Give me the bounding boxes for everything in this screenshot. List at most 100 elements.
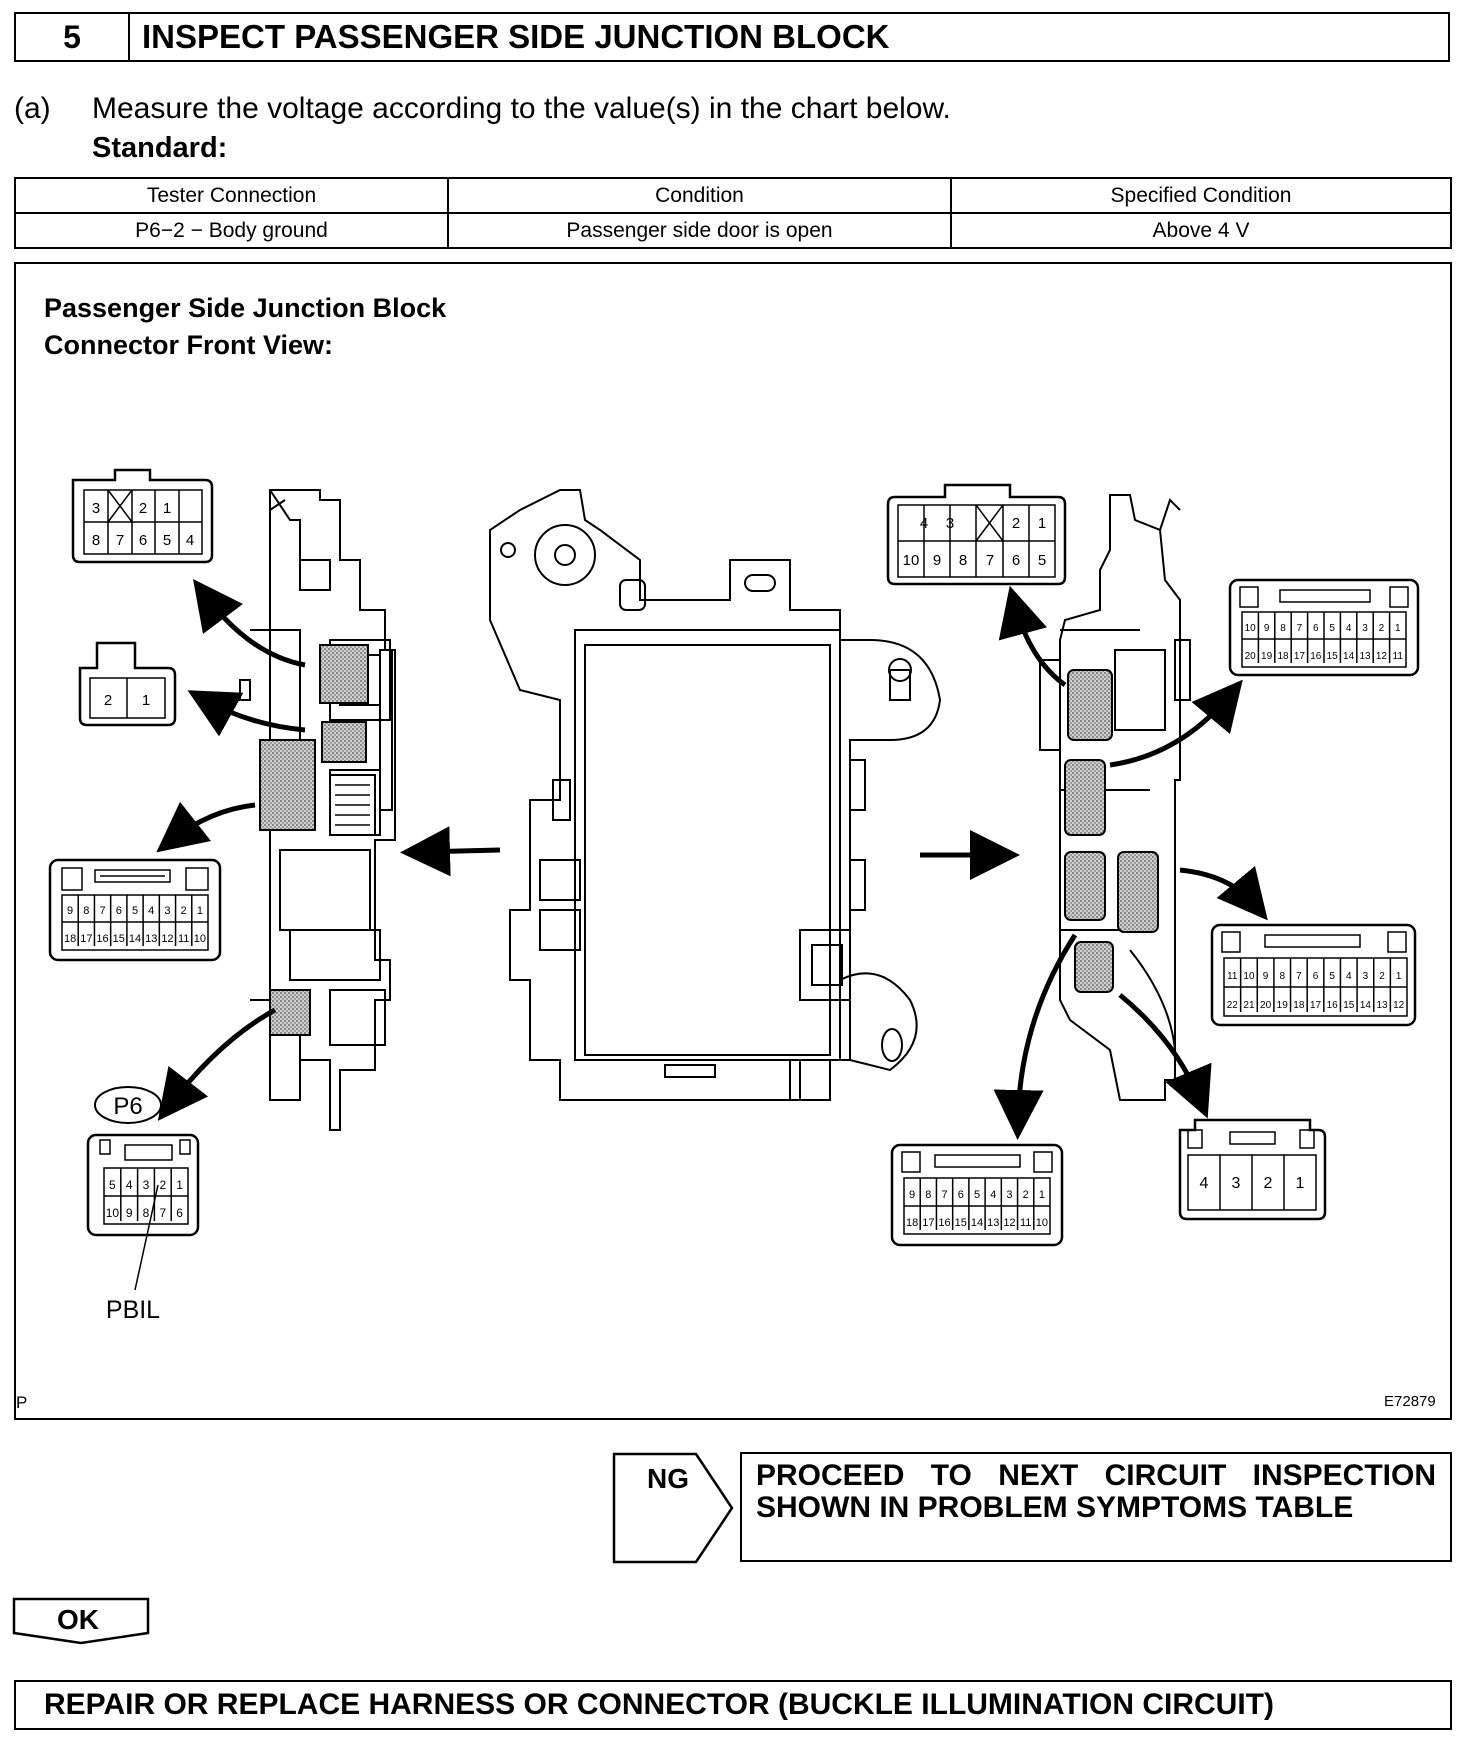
- pin-label: 4: [920, 515, 928, 532]
- left-cavity-1: [319, 644, 369, 704]
- pin-label: 2: [1379, 623, 1385, 634]
- pin-label: 8: [959, 552, 967, 569]
- pin-label: 8: [83, 905, 89, 917]
- pin-label: 7: [159, 1206, 166, 1220]
- pin-label: 7: [1297, 623, 1303, 634]
- pin-label: 6: [116, 905, 122, 917]
- left-cavity-4: [269, 989, 311, 1036]
- pin-label: 2: [1023, 1189, 1029, 1201]
- spec-table: Tester Connection Condition Specified Co…: [14, 177, 1452, 249]
- pin-label: 9: [1264, 623, 1270, 634]
- pin-label: 8: [925, 1189, 931, 1201]
- pin-label: 15: [1327, 651, 1339, 662]
- pin-label: 20: [1245, 651, 1257, 662]
- arrow-right-top-connector: [998, 585, 1067, 688]
- pin-label: 11: [178, 933, 189, 945]
- pin-label: 8: [1279, 971, 1285, 982]
- step-title: INSPECT PASSENGER SIDE JUNCTION BLOCK: [142, 18, 890, 55]
- pin-label: 8: [1280, 623, 1286, 634]
- arrow-left-top-connector: [192, 579, 306, 668]
- pin-label: 5: [1329, 971, 1335, 982]
- pin-label: 3: [92, 500, 100, 517]
- pin-label: 4: [990, 1189, 996, 1201]
- connector-right-small: 4 3 2 1: [1178, 1118, 1327, 1221]
- ok-indicator: OK: [12, 1597, 150, 1645]
- arrow-p6-connector: [157, 1007, 277, 1121]
- pin-label: 12: [1376, 651, 1388, 662]
- figure-title: Passenger Side Junction Block Connector …: [44, 290, 446, 364]
- right-cavity-5: [1074, 941, 1114, 993]
- pin-label: 4: [148, 905, 154, 917]
- pin-label: 11: [1393, 651, 1404, 662]
- pin-label: 1: [142, 692, 150, 709]
- pin-label: 2: [181, 905, 187, 917]
- junction-block-diagram: 3 2 1 8 7 6 5 4 2 1 98765432118171615141…: [48, 468, 1420, 1324]
- pin-label: 14: [1343, 651, 1355, 662]
- pin-label: 3: [1362, 623, 1368, 634]
- pin-label: 16: [938, 1217, 950, 1229]
- connector-left-top: 3 2 1 8 7 6 5 4: [71, 468, 214, 564]
- pin-label: 18: [1293, 1000, 1305, 1011]
- pin-label: 1: [1296, 1175, 1305, 1192]
- pin-label: 18: [1277, 651, 1289, 662]
- pin-label: 1: [176, 1178, 183, 1192]
- pin-label: 3: [164, 905, 170, 917]
- arrow-left-mid-connector: [156, 801, 256, 853]
- pin-label: 14: [129, 933, 141, 945]
- table-header: Condition: [447, 177, 952, 214]
- pin-label: 1: [197, 905, 203, 917]
- pin-label: 3: [1363, 971, 1369, 982]
- pin-label: 2: [1379, 971, 1385, 982]
- p6-callout: P6: [94, 1086, 162, 1124]
- connector-right-top: 4 3 2 1 10 9 8 7 6 5: [886, 483, 1067, 586]
- pin-label: 9: [126, 1206, 133, 1220]
- left-cavity-2: [321, 721, 367, 763]
- ng-indicator: NG: [612, 1452, 734, 1564]
- pin-label: 2: [1264, 1175, 1273, 1192]
- pin-label: 13: [145, 933, 157, 945]
- ok-label: OK: [57, 1604, 99, 1635]
- pin-label: 4: [1346, 971, 1352, 982]
- standard-label: Standard:: [92, 132, 228, 164]
- figure-corner-label: P: [16, 1393, 28, 1412]
- pin-label: 11: [1020, 1217, 1031, 1229]
- pin-label: 1: [1396, 971, 1402, 982]
- pin-label: 9: [909, 1189, 915, 1201]
- right-cavity-2: [1064, 759, 1106, 836]
- pin-label: 5: [109, 1178, 116, 1192]
- pin-label: 15: [955, 1217, 967, 1229]
- pin-label: 8: [143, 1206, 150, 1220]
- pin-label: 3: [1006, 1189, 1012, 1201]
- pin-label: 5: [974, 1189, 980, 1201]
- pin-label: 17: [80, 933, 92, 945]
- arrow-right-upper-connector: [1109, 679, 1243, 768]
- table-cell: P6−2 − Body ground: [14, 212, 449, 249]
- arrow-to-left-view: [400, 826, 501, 877]
- figure-frame: [14, 262, 1452, 1420]
- pin-label: 1: [1039, 1189, 1045, 1201]
- step-header: 5 INSPECT PASSENGER SIDE JUNCTION BLOCK: [14, 12, 1450, 62]
- pin-label: 2: [159, 1178, 166, 1192]
- pin-label: 17: [1294, 651, 1306, 662]
- pin-label: 4: [186, 532, 194, 549]
- arrow-right-lower-connector: [1179, 865, 1268, 921]
- pin-label: 5: [163, 532, 171, 549]
- pin-label: 7: [941, 1189, 947, 1201]
- table-cell: Passenger side door is open: [447, 212, 952, 249]
- pin-label: 3: [946, 515, 954, 532]
- pin-label: 16: [96, 933, 108, 945]
- pin-label: 14: [1360, 1000, 1372, 1011]
- pin-label: 13: [987, 1217, 999, 1229]
- pin-label: 9: [67, 905, 73, 917]
- pin-label: 9: [933, 552, 941, 569]
- figure-code: E72879: [1384, 1393, 1436, 1410]
- ng-result-text: PROCEED TO NEXT CIRCUIT INSPECTION SHOWN…: [756, 1459, 1436, 1524]
- pin-label: 6: [139, 532, 147, 549]
- pin-label: 1: [1038, 515, 1046, 532]
- pin-label: 6: [1313, 623, 1319, 634]
- arrow-right-small-connector: [1118, 993, 1212, 1119]
- table-row: P6−2 − Body ground Passenger side door i…: [14, 212, 1452, 249]
- instruction-text: Measure the voltage according to the val…: [92, 92, 951, 125]
